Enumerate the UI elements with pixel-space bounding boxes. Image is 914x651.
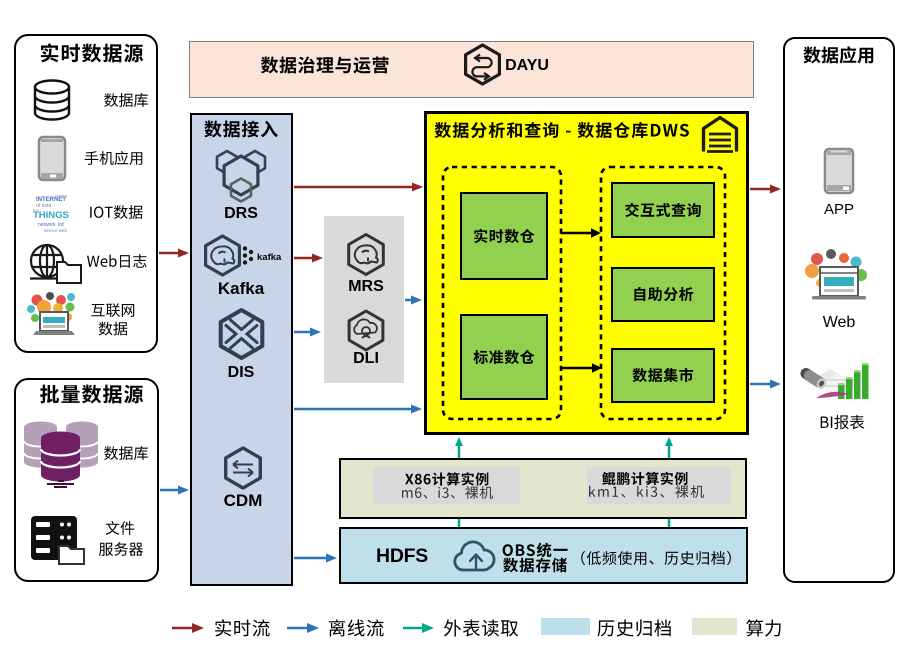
svg-text:DIS: DIS bbox=[228, 364, 255, 381]
svg-text:MRS: MRS bbox=[348, 278, 384, 295]
svg-text:Web: Web bbox=[823, 314, 856, 331]
svg-text:APP: APP bbox=[824, 201, 854, 218]
svg-text:big: big bbox=[33, 208, 40, 213]
svg-text:kafka: kafka bbox=[257, 252, 282, 263]
svg-text:HDFS: HDFS bbox=[376, 545, 428, 567]
svg-text:THINGS: THINGS bbox=[33, 210, 69, 221]
svg-text:smart: smart bbox=[55, 194, 68, 200]
svg-text:of data: of data bbox=[36, 203, 52, 209]
svg-text:DLI: DLI bbox=[353, 350, 379, 367]
svg-text:CDM: CDM bbox=[224, 491, 263, 510]
svg-text:network: network bbox=[38, 222, 56, 228]
svg-text:iot: iot bbox=[58, 222, 64, 228]
svg-text:DRS: DRS bbox=[224, 205, 258, 222]
svg-text:INTERNET: INTERNET bbox=[36, 197, 66, 203]
svg-text:DAYU: DAYU bbox=[505, 57, 549, 74]
svg-text:Kafka: Kafka bbox=[218, 279, 265, 298]
svg-text:sensor web: sensor web bbox=[44, 228, 68, 233]
